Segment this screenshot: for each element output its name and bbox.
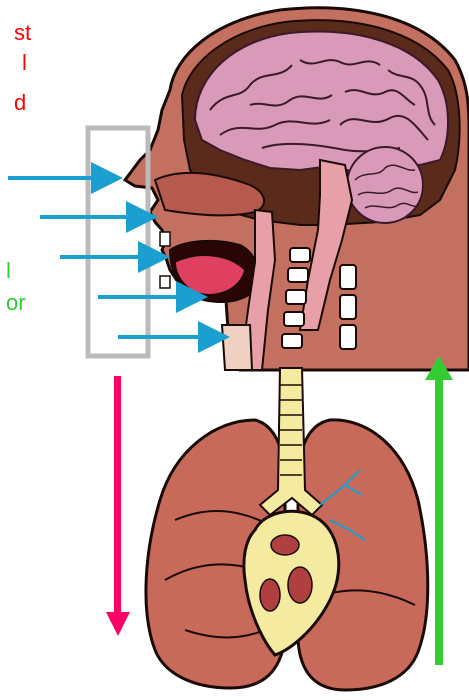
cerebellum	[347, 147, 423, 223]
green-label: l	[6, 258, 11, 283]
larynx	[222, 325, 252, 370]
red-label: l	[22, 50, 27, 75]
head-cross-section	[125, 8, 469, 370]
green-labels: l or	[6, 258, 26, 315]
green-label: or	[6, 290, 26, 315]
red-labels: st l d	[14, 20, 31, 115]
exhale-arrow	[425, 356, 453, 665]
inhale-arrow	[106, 376, 130, 636]
lungs-and-heart	[146, 368, 428, 690]
red-label: d	[14, 90, 26, 115]
red-label: st	[14, 20, 31, 45]
